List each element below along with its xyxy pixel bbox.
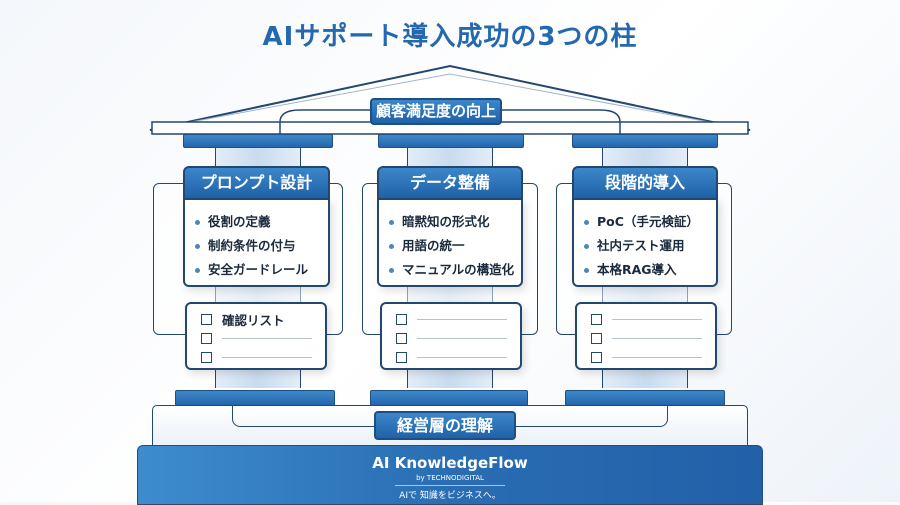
checklist <box>575 302 717 370</box>
checkbox[interactable] <box>201 314 212 325</box>
checkbox[interactable] <box>591 352 602 363</box>
pillar-items: 役割の定義 制約条件の付与 安全ガードレール <box>183 198 330 287</box>
list-item: 暗黙知の形式化 <box>389 210 521 234</box>
list-item: 社内テスト運用 <box>584 234 716 258</box>
checkbox[interactable] <box>201 352 212 363</box>
checkbox[interactable] <box>591 333 602 344</box>
page-title: AIサポート導入成功の3つの柱 <box>262 22 638 52</box>
tagline: AIで 知識をビジネスへ。 <box>399 491 501 501</box>
checkbox[interactable] <box>396 352 407 363</box>
base-slab <box>565 390 725 406</box>
pillar-title: データ整備 <box>377 166 523 198</box>
roof-label: 顧客満足度の向上 <box>370 98 502 125</box>
base-slab <box>370 390 528 406</box>
checklist: 確認リスト <box>185 302 327 370</box>
capital-slab <box>378 134 524 148</box>
pillar-data-preparation: データ整備 暗黙知の形式化 用語の統一 マニュアルの構造化 <box>377 166 523 287</box>
pillar-items: 暗黙知の形式化 用語の統一 マニュアルの構造化 <box>377 198 523 287</box>
list-item: 制約条件の付与 <box>195 234 328 258</box>
brand-name: AI KnowledgeFlow <box>372 454 528 472</box>
checklist <box>380 302 522 370</box>
checkbox[interactable] <box>396 314 407 325</box>
pillar-phased-rollout: 段階的導入 PoC（手元検証） 社内テスト運用 本格RAG導入 <box>572 166 718 287</box>
list-item: マニュアルの構造化 <box>389 258 521 282</box>
list-item: 用語の統一 <box>389 234 521 258</box>
capital-slab <box>183 134 333 148</box>
pillar-title: プロンプト設計 <box>183 166 330 198</box>
base-slab <box>175 390 335 406</box>
footer-band: AI KnowledgeFlow by TECHNODIGITAL AIで 知識… <box>137 445 763 505</box>
brand-by: by TECHNODIGITAL <box>416 474 484 482</box>
list-item: 本格RAG導入 <box>584 258 716 282</box>
capital-slab <box>572 134 718 148</box>
checkbox[interactable] <box>591 314 602 325</box>
base-label: 経営層の理解 <box>374 411 516 440</box>
pillar-prompt-design: プロンプト設計 役割の定義 制約条件の付与 安全ガードレール <box>183 166 330 287</box>
list-item: PoC（手元検証） <box>584 210 716 234</box>
checkbox[interactable] <box>396 333 407 344</box>
pillar-items: PoC（手元検証） 社内テスト運用 本格RAG導入 <box>572 198 718 287</box>
pillar-title: 段階的導入 <box>572 166 718 198</box>
list-item: 役割の定義 <box>195 210 328 234</box>
checklist-label: 確認リスト <box>222 313 285 328</box>
list-item: 安全ガードレール <box>195 258 328 282</box>
checkbox[interactable] <box>201 333 212 344</box>
